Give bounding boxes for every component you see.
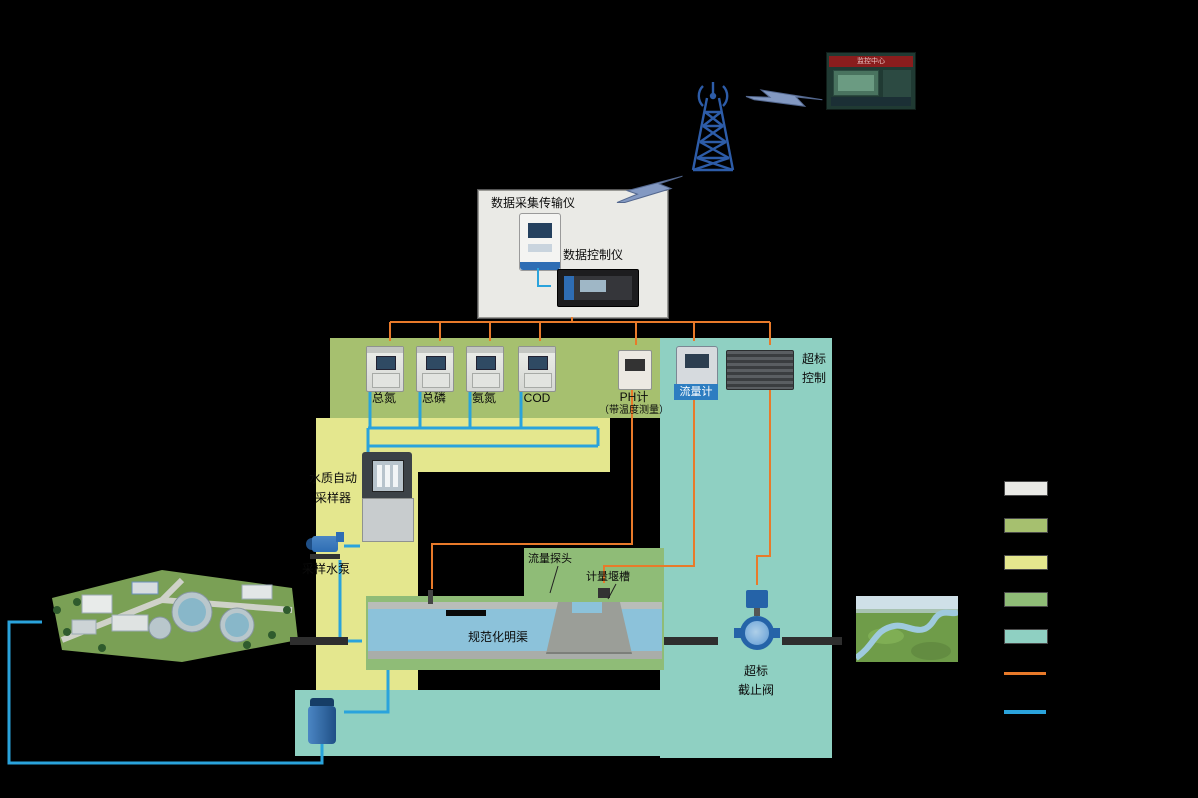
sampler-upper: [362, 452, 412, 498]
label-channel: 规范化明渠: [467, 630, 528, 644]
submersible-pump-body: [308, 706, 336, 744]
analyzer-screen: [376, 356, 396, 370]
label-total-phosphorus: 总磷: [421, 391, 446, 405]
label-weir: 计量堰槽: [586, 571, 630, 583]
weir-notch-water: [572, 602, 602, 613]
legend-swatch-teal: [1004, 629, 1048, 644]
monitoring-desk: [831, 97, 911, 106]
label-valve-line2: 截止阀: [737, 683, 774, 697]
daq-controller-label: 数据控制仪: [563, 248, 624, 262]
shutoff-valve-device: [734, 590, 780, 662]
label-sampler-line2: 采样器: [314, 491, 351, 505]
legend-swatch-yellow: [1004, 555, 1048, 570]
analyzer-total-nitrogen: [366, 346, 404, 392]
legend-line-orange: [1004, 672, 1046, 675]
dtu-screen: [528, 223, 552, 238]
analyzer-top: [417, 347, 453, 353]
label-total-nitrogen: 总氮: [371, 391, 396, 405]
pump-body: [312, 536, 338, 552]
analyzer-total-phosphorus: [416, 346, 454, 392]
ph-screen: [625, 359, 645, 371]
legend-swatch-darkgreen: [1004, 592, 1048, 607]
legend-swatch-gray: [1004, 481, 1048, 496]
daq-transmitter-label: 数据采集传输仪: [491, 196, 576, 210]
label-sampler-line1: 水质自动: [308, 471, 357, 485]
label-overlimit-line2: 控制: [801, 371, 826, 385]
channel-near-wall: [368, 651, 662, 659]
legend: [1004, 476, 1074, 742]
valve-flange-left: [734, 628, 742, 638]
analyzer-door: [524, 373, 552, 388]
dtu-keypad: [528, 244, 552, 252]
flow-probe-sensor: [598, 588, 610, 598]
label-cod: COD: [523, 391, 551, 405]
monitoring-screen: [833, 70, 879, 96]
analyzer-top: [367, 347, 403, 353]
valve-stem: [754, 608, 760, 616]
valve-flange-right: [772, 628, 780, 638]
daq-enclosure: 数据采集传输仪 数据控制仪: [478, 190, 668, 318]
legend-line-blue: [1004, 710, 1046, 714]
pump-outlet: [336, 532, 344, 542]
overlimit-controller-device: [726, 350, 794, 390]
channel-far-wall: [368, 602, 662, 609]
controller-stripe: [564, 276, 574, 300]
analyzer-door: [472, 373, 500, 388]
valve-actuator: [746, 590, 768, 608]
analyzer-ammonia: [466, 346, 504, 392]
label-ammonia: 氨氮: [471, 391, 496, 405]
label-valve-line1: 超标: [743, 664, 768, 678]
analyzer-door: [422, 373, 450, 388]
monitoring-center-photo: 监控中心: [826, 52, 916, 110]
label-overlimit-control: 超标 控制: [794, 350, 834, 388]
label-flow-probe: 流量探头: [528, 553, 572, 565]
pump-base: [310, 554, 340, 559]
ph-electrode: [428, 590, 433, 604]
analyzer-screen: [476, 356, 496, 370]
band-yellow-pipes: [418, 418, 610, 472]
sampler-lower: [362, 498, 414, 542]
label-sampling-pump: 采样水泵: [301, 562, 350, 576]
lightning-bolt-icon-left: [616, 175, 683, 204]
flow-meter-screen: [685, 354, 709, 368]
monitoring-wall-panel: [883, 70, 911, 97]
analyzer-top: [467, 347, 503, 353]
sampling-pump-device: [306, 530, 346, 560]
analyzer-cod: [518, 346, 556, 392]
analyzer-top: [519, 347, 555, 353]
band-green-channel: [366, 588, 664, 670]
label-auto-sampler: 水质自动 采样器: [304, 468, 362, 508]
valve-body: [740, 616, 774, 650]
dtu-device: [519, 213, 561, 271]
flow-meter-device: [676, 346, 718, 386]
label-ph-note: （带温度测量）: [599, 405, 669, 416]
analyzer-screen: [528, 356, 548, 370]
radio-tower-icon: [691, 82, 735, 172]
submersible-pump-device: [306, 698, 338, 744]
dtu-base-stripe: [520, 262, 560, 270]
controller-device: [557, 269, 639, 307]
ph-meter-device: [618, 350, 652, 390]
river-photo: [856, 596, 958, 662]
analyzer-door: [372, 373, 400, 388]
analyzer-screen: [426, 356, 446, 370]
treatment-plant-photo: [52, 570, 298, 662]
submersible-pump-cap: [310, 698, 334, 706]
sampler-window: [372, 460, 404, 492]
monitoring-center-banner: 监控中心: [829, 56, 913, 67]
lightning-bolt-icon-right: [745, 89, 823, 107]
label-overlimit-line1: 超标: [801, 352, 826, 366]
auto-sampler-device: [362, 452, 414, 542]
label-shutoff-valve: 超标 截止阀: [722, 662, 790, 700]
flow-meter-label-plate: 流量计: [674, 384, 718, 400]
controller-screen: [580, 280, 606, 292]
legend-swatch-green: [1004, 518, 1048, 533]
